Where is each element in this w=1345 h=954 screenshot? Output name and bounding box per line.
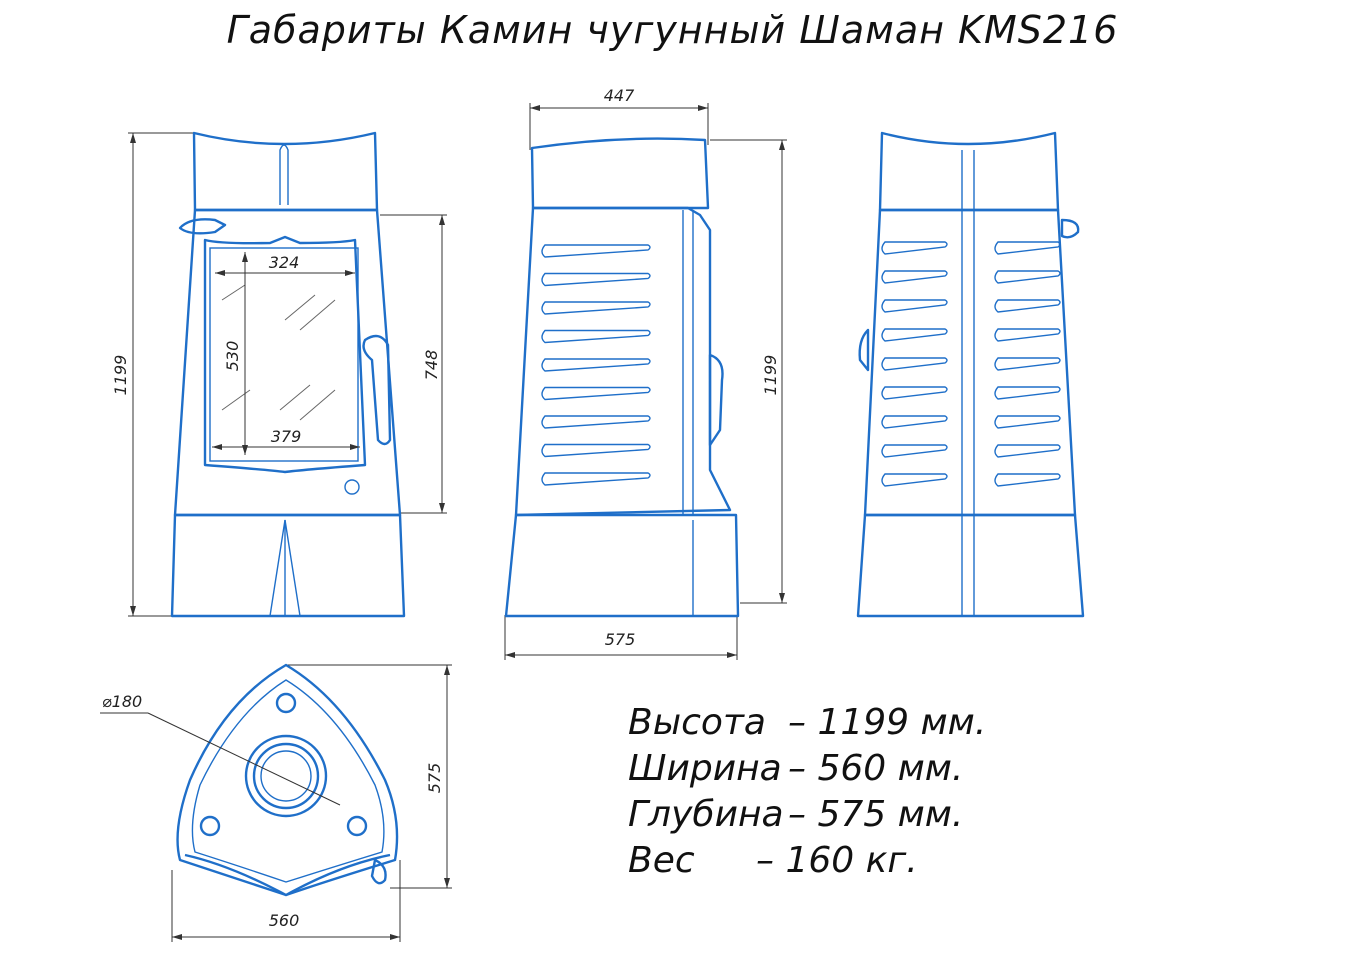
top-depth-label: 575	[425, 763, 444, 794]
spec-label: Высота	[628, 702, 766, 743]
vent-slot	[994, 444, 1061, 458]
vent-slot	[994, 357, 1061, 371]
vent-slot	[541, 272, 651, 287]
vent-slot	[994, 415, 1061, 429]
spec-label: Глубина	[628, 794, 784, 835]
back-vent-slots-left	[881, 241, 948, 487]
flue-diameter-label: ⌀180	[102, 692, 142, 711]
vent-slot	[881, 386, 948, 400]
side-top-width-label: 447	[604, 86, 635, 105]
glass-bottom-width-label: 379	[271, 427, 302, 446]
top-view: 575 560 ⌀180	[100, 663, 452, 942]
vent-slot	[881, 299, 948, 313]
drawing-title: Габариты Камин чугунный Шаман KMS216	[226, 8, 1119, 52]
vent-slot	[994, 386, 1061, 400]
side-vent-slots	[541, 244, 651, 486]
spec-label: Вес	[628, 840, 695, 881]
door-height-label: 748	[422, 350, 441, 381]
side-view: 447 1199 575	[504, 86, 787, 660]
vent-slot	[541, 301, 651, 315]
vent-slot	[994, 328, 1061, 342]
vent-slot	[881, 357, 948, 371]
vent-slot	[994, 270, 1061, 284]
glass-height-label: 530	[223, 341, 242, 372]
vent-slot	[541, 358, 651, 372]
spec-value: – 575 мм.	[788, 794, 964, 835]
vent-slot	[994, 241, 1061, 255]
front-view: 1199 748 324	[111, 131, 447, 618]
glass-top-width-label: 324	[269, 253, 300, 272]
back-view	[856, 131, 1085, 618]
back-vent-slots-right	[994, 241, 1061, 487]
vent-slot	[994, 299, 1061, 313]
spec-value: – 560 мм.	[788, 748, 964, 789]
vent-slot	[881, 241, 948, 255]
vent-slot	[541, 244, 651, 258]
vent-slot	[881, 444, 948, 458]
spec-value: – 160 кг.	[756, 840, 918, 881]
vent-slot	[881, 473, 948, 487]
spec-label: Ширина	[628, 748, 782, 789]
spec-value: – 1199 мм.	[788, 702, 987, 743]
vent-slot	[541, 443, 651, 458]
vent-slot	[541, 329, 651, 344]
vent-slot	[881, 270, 948, 284]
vent-slot	[881, 328, 948, 342]
vent-slot	[994, 473, 1061, 487]
vent-slot	[541, 472, 651, 486]
top-width-label: 560	[269, 911, 300, 930]
side-height-label: 1199	[761, 355, 780, 396]
vent-slot	[541, 415, 651, 429]
vent-slot	[541, 386, 651, 401]
front-height-label: 1199	[111, 355, 130, 396]
vent-slot	[881, 415, 948, 429]
side-bottom-width-label: 575	[605, 630, 636, 649]
